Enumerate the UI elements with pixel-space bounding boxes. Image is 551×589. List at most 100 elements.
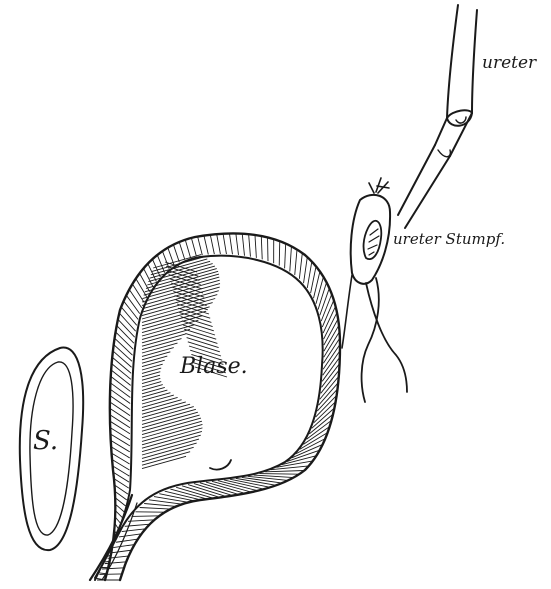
wall-hatch-stroke [318, 282, 326, 309]
wall-hatch-stroke [176, 487, 213, 498]
wall-hatch-stroke [113, 472, 129, 482]
wall-hatch-stroke [129, 290, 142, 308]
wall-hatch-stroke [114, 345, 132, 362]
wall-hatch-stroke [116, 539, 138, 542]
ureter-stump [342, 178, 407, 402]
wall-hatch-stroke [140, 273, 150, 291]
wall-hatch-stroke [179, 242, 185, 260]
inner-hatch-stroke [142, 428, 202, 445]
wall-hatch-stroke [128, 520, 155, 521]
wall-hatch-stroke [115, 504, 124, 512]
wall-hatch-stroke [117, 326, 134, 344]
wall-hatch-stroke [112, 357, 131, 373]
wall-hatch-stroke [111, 440, 130, 452]
wall-hatch-stroke [124, 301, 138, 319]
wall-hatch-stroke [265, 471, 304, 472]
inner-hatch-stroke [142, 456, 186, 468]
wall-hatch-stroke [242, 234, 244, 256]
inner-hatch-stroke [142, 452, 190, 465]
inner-hatch-stroke [142, 404, 190, 417]
inner-hatch-stroke [142, 356, 167, 363]
wall-hatch-stroke [111, 376, 131, 391]
wall-hatch-stroke [261, 236, 262, 259]
wall-hatch-stroke [112, 453, 130, 464]
wall-hatch-stroke [110, 421, 130, 434]
wall-hatch-stroke [299, 253, 302, 279]
wall-hatch-stroke [116, 332, 134, 349]
wall-hatch-stroke [112, 460, 129, 470]
wall-hatch-stroke [110, 415, 130, 428]
wall-hatch-stroke [122, 529, 146, 532]
wall-hatch-stroke [185, 240, 190, 258]
inner-hatch-stroke [142, 418, 201, 435]
wall-hatch-stroke [110, 434, 129, 446]
wall-hatch-stroke [210, 235, 214, 254]
wall-hatch-stroke [110, 396, 130, 410]
inner-hatch-stroke [142, 387, 165, 393]
inner-hatch-stroke [142, 339, 182, 350]
inner-hatch-stroke [142, 412, 198, 428]
wall-hatch-stroke [113, 351, 132, 367]
wall-hatch-stroke [113, 545, 134, 548]
wall-hatch-stroke [223, 234, 226, 254]
wall-hatch-stroke [316, 277, 323, 304]
wall-hatch-stroke [198, 237, 203, 256]
wall-hatch-stroke [324, 319, 338, 345]
wall-hatch-stroke [132, 516, 160, 517]
wall-hatch-stroke [279, 241, 280, 266]
wall-hatch-stroke [126, 295, 139, 313]
wall-hatch-stroke [218, 481, 258, 491]
wall-hatch-stroke [111, 447, 130, 458]
wall-hatch-stroke [119, 313, 135, 331]
wall-hatch-stroke [110, 402, 130, 416]
inner-hatch-stroke [142, 393, 170, 401]
wall-hatch-stroke [132, 284, 144, 302]
inner-hatch-stroke [142, 402, 186, 414]
s-label: S. [33, 428, 58, 454]
wall-hatch-stroke [113, 466, 130, 476]
ureter-stump-label: ureter Stumpf. [393, 232, 505, 247]
wall-hatch-stroke [173, 245, 179, 263]
inner-hatch-stroke [142, 390, 167, 397]
inner-hatch-stroke [142, 439, 199, 455]
wall-hatch-stroke [115, 338, 133, 355]
wall-hatch-stroke [119, 534, 142, 537]
bladder-label: Blase. [180, 356, 248, 378]
inner-hatch-stroke [142, 352, 170, 360]
wall-hatch-stroke [311, 266, 316, 293]
wall-hatch-stroke [249, 234, 251, 256]
inner-hatch-stroke [142, 320, 198, 336]
wall-hatch-stroke [144, 503, 176, 506]
wall-hatch-stroke [204, 236, 208, 255]
inner-hatch-stroke [142, 424, 202, 441]
inner-hatch-stroke [142, 443, 197, 458]
inner-hatch-stroke [142, 431, 202, 448]
wall-hatch-stroke [110, 428, 130, 440]
wall-hatch-stroke [110, 383, 130, 398]
wall-hatch-stroke [99, 574, 122, 575]
wall-hatch-stroke [285, 244, 286, 269]
wall-hatch-stroke [260, 474, 300, 475]
inner-hatch-stroke [142, 385, 163, 391]
wall-hatch-stroke [111, 370, 131, 385]
wall-hatch-stroke [115, 498, 125, 506]
wall-hatch-stroke [255, 235, 256, 258]
wall-hatch-stroke [212, 481, 252, 492]
inner-hatch-stroke [142, 364, 163, 370]
wall-hatch-stroke [217, 234, 221, 254]
inner-hatch-stroke [142, 415, 200, 431]
wall-hatch-stroke [290, 246, 292, 271]
wall-hatch-stroke [191, 238, 196, 256]
wall-hatch-stroke [140, 507, 171, 509]
inner-hatch-stroke [142, 329, 190, 342]
wall-hatch-stroke [110, 408, 130, 421]
wall-hatch-stroke [112, 364, 131, 380]
inner-hatch-stroke [142, 334, 186, 346]
wall-hatch-stroke [320, 288, 330, 315]
wall-hatch-stroke [118, 319, 135, 337]
wall-hatch-stroke [236, 233, 239, 254]
wall-hatch-stroke [324, 325, 339, 351]
wall-hatch-stroke [162, 251, 169, 269]
wall-hatch-stroke [121, 307, 137, 325]
ureter-label: ureter [482, 55, 536, 72]
